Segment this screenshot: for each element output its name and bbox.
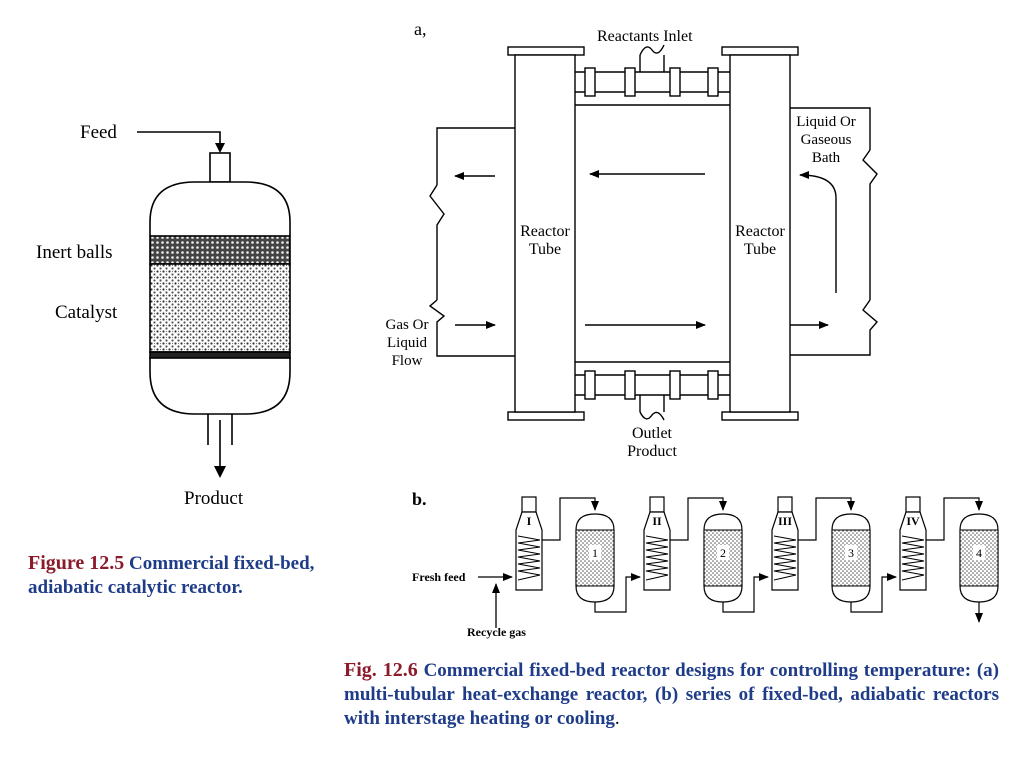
outlet-label-1: Outlet	[632, 425, 673, 442]
bath-label-1: Liquid Or	[796, 114, 856, 130]
reactor-tube-right	[729, 54, 791, 413]
reactor-number-box	[589, 545, 601, 560]
bath-left-break-top	[429, 184, 445, 300]
figure-12-5-labels: Feed Inert balls Catalyst Product	[36, 122, 244, 509]
exchanger-to-reactor-line	[670, 497, 727, 541]
catalyst-bed	[149, 263, 291, 353]
reactor-number-box	[973, 545, 985, 560]
fixed-bed-reactor: 4	[959, 513, 999, 603]
tube-right-label-2: Tube	[744, 241, 776, 258]
heat-exchanger: II	[643, 496, 671, 591]
tube-right-label-1: Reactor	[735, 223, 785, 240]
reactor-number-box	[717, 545, 729, 560]
figure-12-6-caption: Fig. 12.6 Commercial fixed-bed reactor d…	[344, 658, 999, 731]
bath-left-bottom	[428, 299, 515, 357]
figure-12-5-caption-text: Commercial fixed-bed, adiabatic catalyti…	[28, 553, 315, 598]
recycle-gas-label: Recycle gas	[467, 625, 526, 639]
left-tube-top-flange	[507, 46, 585, 56]
inert-balls-label: Inert balls	[36, 242, 113, 263]
figure-12-6-caption-period: .	[614, 708, 620, 729]
reactor-number: 3	[848, 546, 854, 560]
bath-return-curve	[799, 171, 837, 293]
exchanger-coil	[773, 535, 797, 581]
fixed-bed-reactor: 1	[575, 513, 615, 603]
exchanger-to-reactor-line	[542, 497, 599, 541]
figure-12-6a-reactor	[428, 44, 878, 421]
outlet-label-2: Product	[627, 443, 677, 460]
figure-12-5-caption: Figure 12.5 Commercial fixed-bed, adiaba…	[28, 551, 318, 600]
reactants-inlet-label: Reactants Inlet	[597, 28, 693, 45]
reactor-to-exchanger-line	[722, 573, 769, 613]
heat-exchanger: III	[771, 496, 799, 591]
outlet-product-pipe	[639, 395, 665, 412]
reactor-to-exchanger-line	[594, 573, 641, 613]
feed-label: Feed	[80, 122, 117, 143]
header-flanges	[584, 67, 719, 400]
bath-right-bottom	[790, 299, 878, 356]
exchanger-cap	[649, 496, 665, 513]
bed-support	[149, 351, 291, 359]
vessel-bottom-head	[149, 357, 291, 415]
reactor-train: I 1 II 2 III 3 IV 4	[478, 496, 999, 628]
reactor-number-box	[845, 545, 857, 560]
figure-12-5-caption-label: Figure 12.5	[28, 552, 125, 574]
heat-exchanger: I	[515, 496, 543, 591]
exchanger-cap	[777, 496, 793, 513]
exchanger-to-reactor-line	[798, 497, 855, 541]
fixed-bed-reactor: 2	[703, 513, 743, 603]
reactor-to-exchanger-line	[850, 573, 897, 613]
reactants-inlet-break	[639, 44, 665, 56]
panel-b-label: b.	[412, 489, 427, 509]
flow-label-2: Liquid	[387, 335, 427, 351]
reactor-tube-left	[514, 54, 576, 413]
exchanger-number: IV	[906, 514, 920, 528]
left-tube-bottom-flange	[507, 411, 585, 421]
reactor-number: 4	[976, 546, 982, 560]
exchanger-cap	[521, 496, 537, 513]
right-tube-top-flange	[721, 46, 799, 56]
tube-left-label-1: Reactor	[520, 223, 570, 240]
outlet-product-break	[639, 411, 665, 421]
bath-label-2: Gaseous	[801, 132, 852, 148]
catalyst-label: Catalyst	[55, 302, 118, 323]
figure-12-6-caption-label: Fig. 12.6	[344, 659, 418, 681]
tube-left-label-2: Tube	[529, 241, 561, 258]
panel-a-label: a,	[414, 19, 427, 39]
heat-exchanger: IV	[899, 496, 927, 591]
figure-12-6b-labels: Fresh feed Recycle gas	[412, 570, 526, 639]
exchanger-cap	[905, 496, 921, 513]
fixed-bed-reactor: 3	[831, 513, 871, 603]
exchanger-number: III	[778, 514, 792, 528]
flow-label-3: Flow	[392, 353, 423, 369]
exchanger-coil	[645, 535, 669, 581]
bath-right-top	[790, 107, 871, 150]
figure-12-5-reactor	[137, 131, 291, 478]
bath-right-break	[862, 149, 878, 300]
product-arrow	[214, 466, 226, 478]
vessel-top-head	[149, 181, 291, 236]
exchanger-number: I	[527, 514, 532, 528]
exchanger-to-reactor-line	[926, 497, 983, 541]
product-label: Product	[184, 488, 244, 509]
fresh-feed-label: Fresh feed	[412, 570, 466, 584]
exchanger-coil	[517, 535, 541, 581]
feed-arrow	[215, 143, 225, 153]
figure-12-6-caption-text: Commercial fixed-bed reactor designs for…	[344, 660, 999, 729]
reactor-number: 1	[592, 546, 598, 560]
bath-left-top	[436, 127, 515, 185]
exchanger-number: II	[652, 514, 662, 528]
bath-label-3: Bath	[812, 150, 841, 166]
exchanger-coil	[901, 535, 925, 581]
flow-label-1: Gas Or	[386, 317, 429, 333]
reactants-inlet-pipe	[639, 55, 665, 72]
feed-nozzle	[209, 152, 231, 183]
right-tube-bottom-flange	[721, 411, 799, 421]
reactor-number: 2	[720, 546, 726, 560]
feed-line	[137, 131, 221, 150]
figure-12-6a-labels: Reactants Inlet Reactor Tube Reactor Tub…	[386, 28, 856, 460]
inert-balls-bed	[149, 235, 291, 265]
